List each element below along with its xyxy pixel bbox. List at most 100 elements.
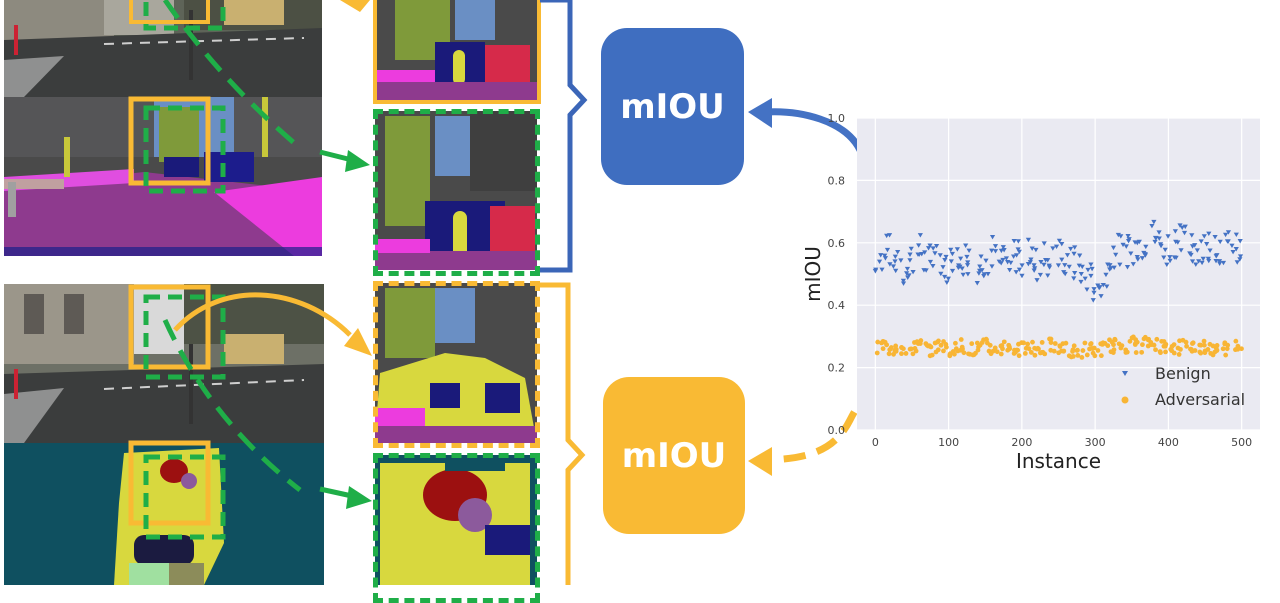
benign-point: [876, 259, 883, 264]
street-image-top: [4, 0, 322, 97]
benign-point: [1111, 265, 1117, 270]
benign-point: [1233, 247, 1239, 252]
adversarial-point: [1090, 346, 1095, 351]
benign-point: [1175, 240, 1181, 245]
benign-point: [1126, 237, 1132, 242]
benign-point: [908, 246, 914, 252]
adversarial-point: [952, 351, 957, 357]
benign-point: [1016, 249, 1022, 255]
benign-point: [878, 253, 884, 258]
adversarial-point: [1151, 342, 1157, 348]
adversarial-point: [1084, 352, 1090, 358]
benign-point: [927, 243, 933, 248]
benign-point: [1198, 239, 1204, 244]
benign-point: [1225, 239, 1231, 244]
x-tick-label: 400: [1158, 436, 1179, 449]
blue-bracket: [540, 0, 588, 273]
benign-point: [930, 263, 936, 269]
street-image-bottom: [4, 284, 324, 443]
adversarial-point: [1139, 349, 1145, 355]
benign-point: [1085, 267, 1091, 273]
adversarial-point: [975, 347, 981, 353]
benign-point: [1123, 244, 1129, 249]
x-axis-label: Instance: [1016, 449, 1101, 473]
benign-point: [948, 259, 954, 264]
legend-benign-label: Benign: [1155, 364, 1211, 383]
benign-point: [1189, 259, 1196, 264]
benign-point: [1088, 273, 1094, 279]
crop-benign-orange-frame: [373, 0, 541, 104]
benign-point: [1041, 262, 1047, 268]
adversarial-point: [903, 351, 909, 356]
benign-point: [1015, 239, 1021, 244]
benign-point: [1130, 262, 1136, 267]
adversarial-point: [899, 345, 904, 350]
benign-point: [989, 264, 995, 269]
benign-point: [938, 271, 944, 277]
adversarial-point: [987, 342, 993, 348]
benign-point: [1064, 253, 1071, 258]
benign-point: [1082, 276, 1088, 281]
adversarial-point: [988, 351, 994, 357]
x-tick-label: 200: [1011, 436, 1032, 449]
adversarial-point: [1070, 353, 1076, 359]
benign-point: [887, 262, 893, 267]
adversarial-point: [1183, 339, 1189, 345]
adversarial-point: [938, 342, 944, 348]
adversarial-point: [1071, 343, 1077, 349]
benign-point: [1103, 272, 1109, 278]
benign-point: [1173, 255, 1179, 261]
benign-point: [921, 268, 927, 273]
adversarial-point: [967, 351, 973, 357]
adversarial-point: [1039, 340, 1045, 345]
benign-point: [1222, 232, 1229, 238]
adversarial-point: [1163, 349, 1168, 355]
benign-point: [919, 252, 925, 257]
orange-bracket: [540, 282, 586, 585]
crop-benign-green: [375, 111, 537, 270]
adversarial-point: [1177, 338, 1182, 344]
benign-point: [992, 244, 999, 249]
benign-point: [1053, 244, 1060, 249]
benign-point: [1125, 233, 1131, 239]
adversarial-point: [935, 347, 941, 353]
adversarial-point: [1012, 347, 1017, 353]
benign-point: [1172, 229, 1178, 234]
benign-point: [958, 256, 964, 262]
benign-point: [1025, 237, 1032, 243]
benign-point: [1045, 273, 1051, 278]
adversarial-point: [1129, 335, 1135, 341]
benign-point: [1158, 243, 1164, 249]
benign-point: [1206, 258, 1212, 264]
benign-point: [1056, 238, 1063, 244]
benign-point: [1072, 271, 1078, 276]
benign-point: [1000, 245, 1006, 250]
benign-point: [893, 268, 899, 274]
adversarial-point: [1105, 343, 1111, 349]
benign-point: [904, 266, 911, 272]
green-arrow-top: [319, 149, 353, 163]
adversarial-point: [1198, 342, 1204, 348]
adversarial-point: [1098, 353, 1104, 359]
adversarial-point: [1140, 342, 1145, 348]
crop-adversarial-orange-frame: [373, 281, 540, 448]
benign-point: [965, 272, 971, 277]
adversarial-point: [992, 345, 998, 351]
adversarial-point: [1158, 350, 1163, 356]
benign-point: [1151, 219, 1157, 225]
adversarial-point: [1061, 348, 1066, 354]
benign-point: [1013, 270, 1019, 275]
benign-point: [1142, 252, 1148, 257]
benign-point: [1110, 245, 1117, 251]
benign-point: [1107, 267, 1113, 272]
benign-point: [1113, 252, 1119, 258]
y-tick-label: 1.0: [828, 112, 846, 125]
benign-point: [1084, 287, 1090, 292]
adversarial-point: [1198, 350, 1204, 356]
benign-point: [900, 281, 907, 286]
adversarial-point: [1001, 339, 1007, 345]
benign-point: [966, 248, 972, 254]
adversarial-point: [959, 344, 965, 350]
benign-point: [944, 280, 950, 285]
